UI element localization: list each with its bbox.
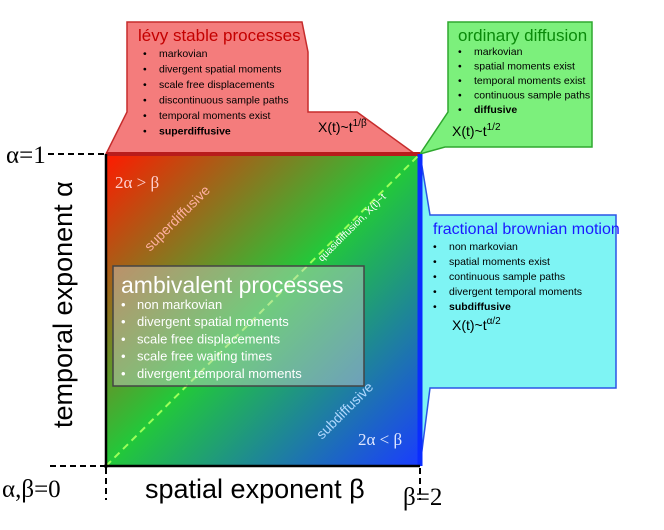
bullet-icon: • bbox=[121, 366, 126, 381]
bullet-icon: • bbox=[433, 271, 437, 283]
bullet-icon: • bbox=[433, 241, 437, 253]
fbm-bold-item: subdiffusive bbox=[449, 301, 511, 313]
bullet-icon: • bbox=[143, 110, 147, 122]
list-item: non markovian bbox=[137, 297, 222, 312]
bullet-icon: • bbox=[433, 301, 437, 313]
list-item: markovian bbox=[159, 48, 208, 60]
bullet-icon: • bbox=[121, 314, 126, 329]
ordinary-title: ordinary diffusion bbox=[458, 26, 587, 45]
bullet-icon: • bbox=[121, 331, 126, 346]
list-item: non markovian bbox=[449, 241, 518, 253]
levy-bold-item: superdiffusive bbox=[159, 126, 231, 138]
list-item: temporal moments exist bbox=[159, 110, 271, 122]
ambivalent-box bbox=[112, 265, 365, 387]
ambivalent-title: ambivalent processes bbox=[121, 272, 343, 298]
levy-callout bbox=[104, 21, 418, 155]
ordinary-callout bbox=[418, 21, 593, 156]
bullet-icon: • bbox=[433, 286, 437, 298]
list-item: continuous sample paths bbox=[449, 271, 565, 283]
list-item: spatial moments exist bbox=[474, 61, 575, 73]
x-axis-label: spatial exponent β bbox=[145, 474, 365, 504]
ineq-bottom-label: 2α < β bbox=[358, 430, 402, 449]
fbm-formula: X(t)~tα/2 bbox=[452, 316, 501, 333]
list-item: discontinuous sample paths bbox=[159, 95, 289, 107]
bullet-icon: • bbox=[458, 90, 462, 102]
list-item: continuous sample paths bbox=[474, 90, 590, 102]
levy-formula: X(t)~t1/β bbox=[318, 118, 367, 135]
y-axis-label: temporal exponent α bbox=[48, 181, 78, 428]
quasidiffusion-line bbox=[105, 153, 421, 467]
alpha-one-label: α=1 bbox=[6, 142, 46, 169]
list-item: divergent temporal moments bbox=[137, 366, 302, 381]
ineq-top-label: 2α > β bbox=[115, 173, 159, 192]
levy-list: • markovian • divergent spatial moments • sca… bbox=[143, 48, 289, 138]
levy-title: lévy stable processes bbox=[138, 26, 301, 45]
ambivalent-list: • non markovian • divergent spatial moments… bbox=[121, 297, 302, 381]
ordinary-formula: X(t)~t1/2 bbox=[452, 122, 501, 139]
list-item: divergent temporal moments bbox=[449, 286, 582, 298]
bullet-icon: • bbox=[458, 104, 462, 116]
bullet-icon: • bbox=[433, 256, 437, 268]
bullet-icon: • bbox=[121, 349, 126, 364]
list-item: scale free waiting times bbox=[137, 349, 273, 364]
list-item: temporal moments exist bbox=[474, 75, 586, 87]
ordinary-list: • markovian • spatial moments exist • tempora… bbox=[458, 46, 590, 116]
beta-two-label: β=2 bbox=[403, 484, 442, 511]
list-item: markovian bbox=[474, 46, 523, 58]
fbm-title: fractional brownian motion bbox=[433, 221, 620, 238]
bullet-icon: • bbox=[458, 75, 462, 87]
list-item: divergent spatial moments bbox=[159, 64, 282, 76]
bullet-icon: • bbox=[458, 46, 462, 58]
list-item: divergent spatial moments bbox=[137, 314, 289, 329]
list-item: spatial moments exist bbox=[449, 256, 550, 268]
fbm-list: • non markovian • spatial moments exist • con… bbox=[433, 241, 582, 313]
list-item: scale free displacements bbox=[159, 79, 275, 91]
bullet-icon: • bbox=[458, 61, 462, 73]
bullet-icon: • bbox=[143, 95, 147, 107]
ordinary-bold-item: diffusive bbox=[474, 104, 517, 116]
origin-label: α,β=0 bbox=[2, 476, 61, 503]
bullet-icon: • bbox=[143, 79, 147, 91]
bullet-icon: • bbox=[143, 48, 147, 60]
list-item: scale free displacements bbox=[137, 331, 281, 346]
bullet-icon: • bbox=[143, 64, 147, 76]
bullet-icon: • bbox=[121, 297, 126, 312]
bullet-icon: • bbox=[143, 126, 147, 138]
